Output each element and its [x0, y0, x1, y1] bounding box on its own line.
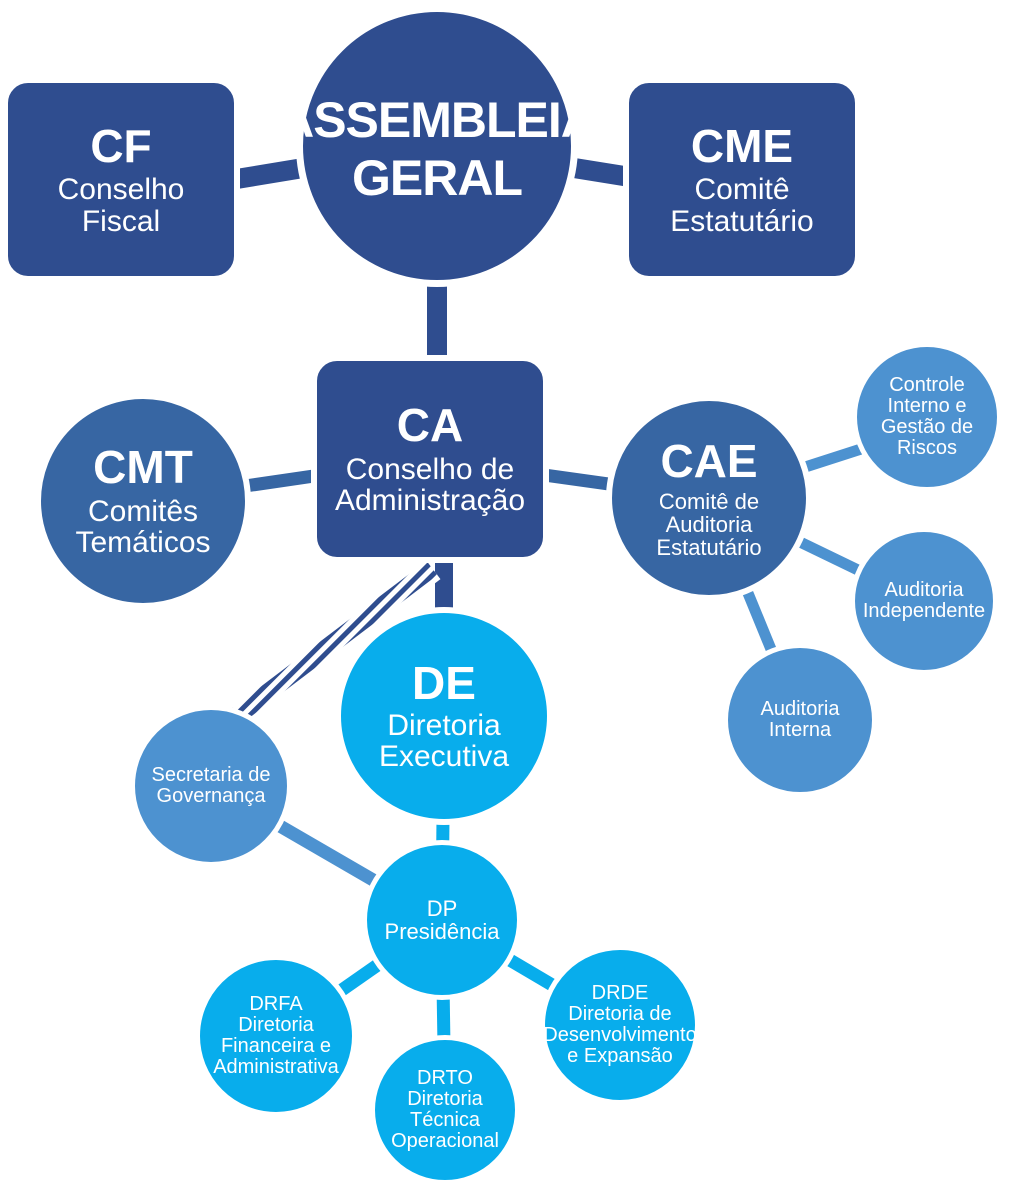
- node-drfa-line-1: DRFA: [249, 993, 303, 1015]
- node-cf-conselho-fiscal: CF Conselho Fiscal: [2, 77, 240, 282]
- node-de-line-2: Executiva: [378, 740, 510, 774]
- node-cae-line-2: Auditoria: [665, 511, 753, 537]
- node-cae-comite-auditoria: CAE Comitê de Auditoria Estatutário: [606, 395, 812, 601]
- node-drde-line-2: Diretoria de: [568, 1003, 672, 1025]
- node-drto-line-4: Operacional: [391, 1130, 499, 1152]
- node-aint-line-2: Interna: [768, 719, 832, 741]
- node-cmt-comites-tematicos: CMT Comitês Temáticos: [35, 393, 251, 609]
- node-auditoria-independente: Auditoria Independente: [850, 527, 998, 675]
- node-cf-line-2: Fiscal: [81, 204, 161, 238]
- node-cae-abbr: CAE: [660, 435, 758, 488]
- node-drde-line-1: DRDE: [591, 982, 649, 1004]
- node-drfa-diretoria-financeira: DRFA Diretoria Financeira e Administrati…: [195, 955, 357, 1117]
- node-drfa-line-4: Administrativa: [213, 1056, 339, 1078]
- node-ca-conselho-administracao: CA Conselho de Administração: [311, 355, 549, 563]
- node-drto-line-1: DRTO: [417, 1067, 473, 1089]
- node-drto-line-3: Técnica: [409, 1109, 481, 1131]
- node-assembleia-geral: ASSEMBLEIA GERAL: [278, 5, 597, 287]
- node-cmt-line-1: Comitês: [87, 494, 199, 528]
- node-ci-line-4: Riscos: [896, 437, 957, 459]
- node-cae-line-3: Estatutário: [656, 534, 762, 560]
- node-cme-abbr: CME: [690, 119, 794, 172]
- node-drto-diretoria-tecnica: DRTO Diretoria Técnica Operacional: [370, 1035, 520, 1185]
- node-drde-diretoria-desenvolvimento: DRDE Diretoria de Desenvolvimento e Expa…: [540, 945, 700, 1105]
- node-cme-line-1: Comitê: [694, 173, 790, 207]
- node-dp-presidencia: DP Presidência: [362, 840, 522, 1000]
- node-sg-line-2: Governança: [156, 785, 266, 807]
- node-ci-line-1: Controle: [889, 374, 965, 396]
- node-de-abbr: DE: [412, 657, 476, 710]
- node-auditoria-interna: Auditoria Interna: [723, 643, 877, 797]
- node-ci-line-2: Interno e: [887, 395, 967, 417]
- node-cf-line-1: Conselho: [57, 173, 185, 207]
- node-cae-line-1: Comitê de: [658, 488, 760, 514]
- node-de-diretoria-executiva: DE Diretoria Executiva: [335, 607, 553, 825]
- node-cmt-line-2: Temáticos: [75, 526, 211, 560]
- node-dp-line-1: DP: [426, 895, 458, 921]
- node-aint-line-1: Auditoria: [760, 698, 840, 720]
- node-drde-line-4: e Expansão: [567, 1045, 673, 1067]
- node-de-line-1: Diretoria: [387, 708, 501, 742]
- node-drfa-line-2: Diretoria: [238, 1014, 314, 1036]
- node-cme-line-2: Estatutário: [670, 204, 814, 238]
- node-ai-line-1: Auditoria: [884, 579, 964, 601]
- node-drto-line-2: Diretoria: [407, 1088, 483, 1110]
- node-ca-abbr: CA: [396, 399, 464, 452]
- node-sg-line-1: Secretaria de: [151, 764, 271, 786]
- node-ca-line-1: Conselho de: [345, 452, 515, 486]
- node-ag-line-2: GERAL: [352, 150, 523, 206]
- node-ca-line-2: Administração: [334, 484, 526, 518]
- node-secretaria-governanca: Secretaria de Governança: [130, 705, 292, 867]
- node-cme-comite-estatutario: CME Comitê Estatutário: [623, 77, 861, 282]
- node-dp-line-2: Presidência: [384, 919, 500, 944]
- node-cmt-abbr: CMT: [93, 441, 193, 494]
- node-ai-line-2: Independente: [862, 600, 986, 622]
- node-drfa-line-3: Financeira e: [220, 1035, 332, 1057]
- node-cf-abbr: CF: [90, 119, 152, 172]
- node-ci-line-3: Gestão de: [880, 416, 974, 438]
- node-drde-line-3: Desenvolvimento: [543, 1024, 697, 1046]
- node-ag-line-1: ASSEMBLEIA: [278, 91, 597, 148]
- link-ca-sg-dashed: [219, 560, 438, 733]
- node-controle-interno: Controle Interno e Gestão de Riscos: [852, 342, 1002, 492]
